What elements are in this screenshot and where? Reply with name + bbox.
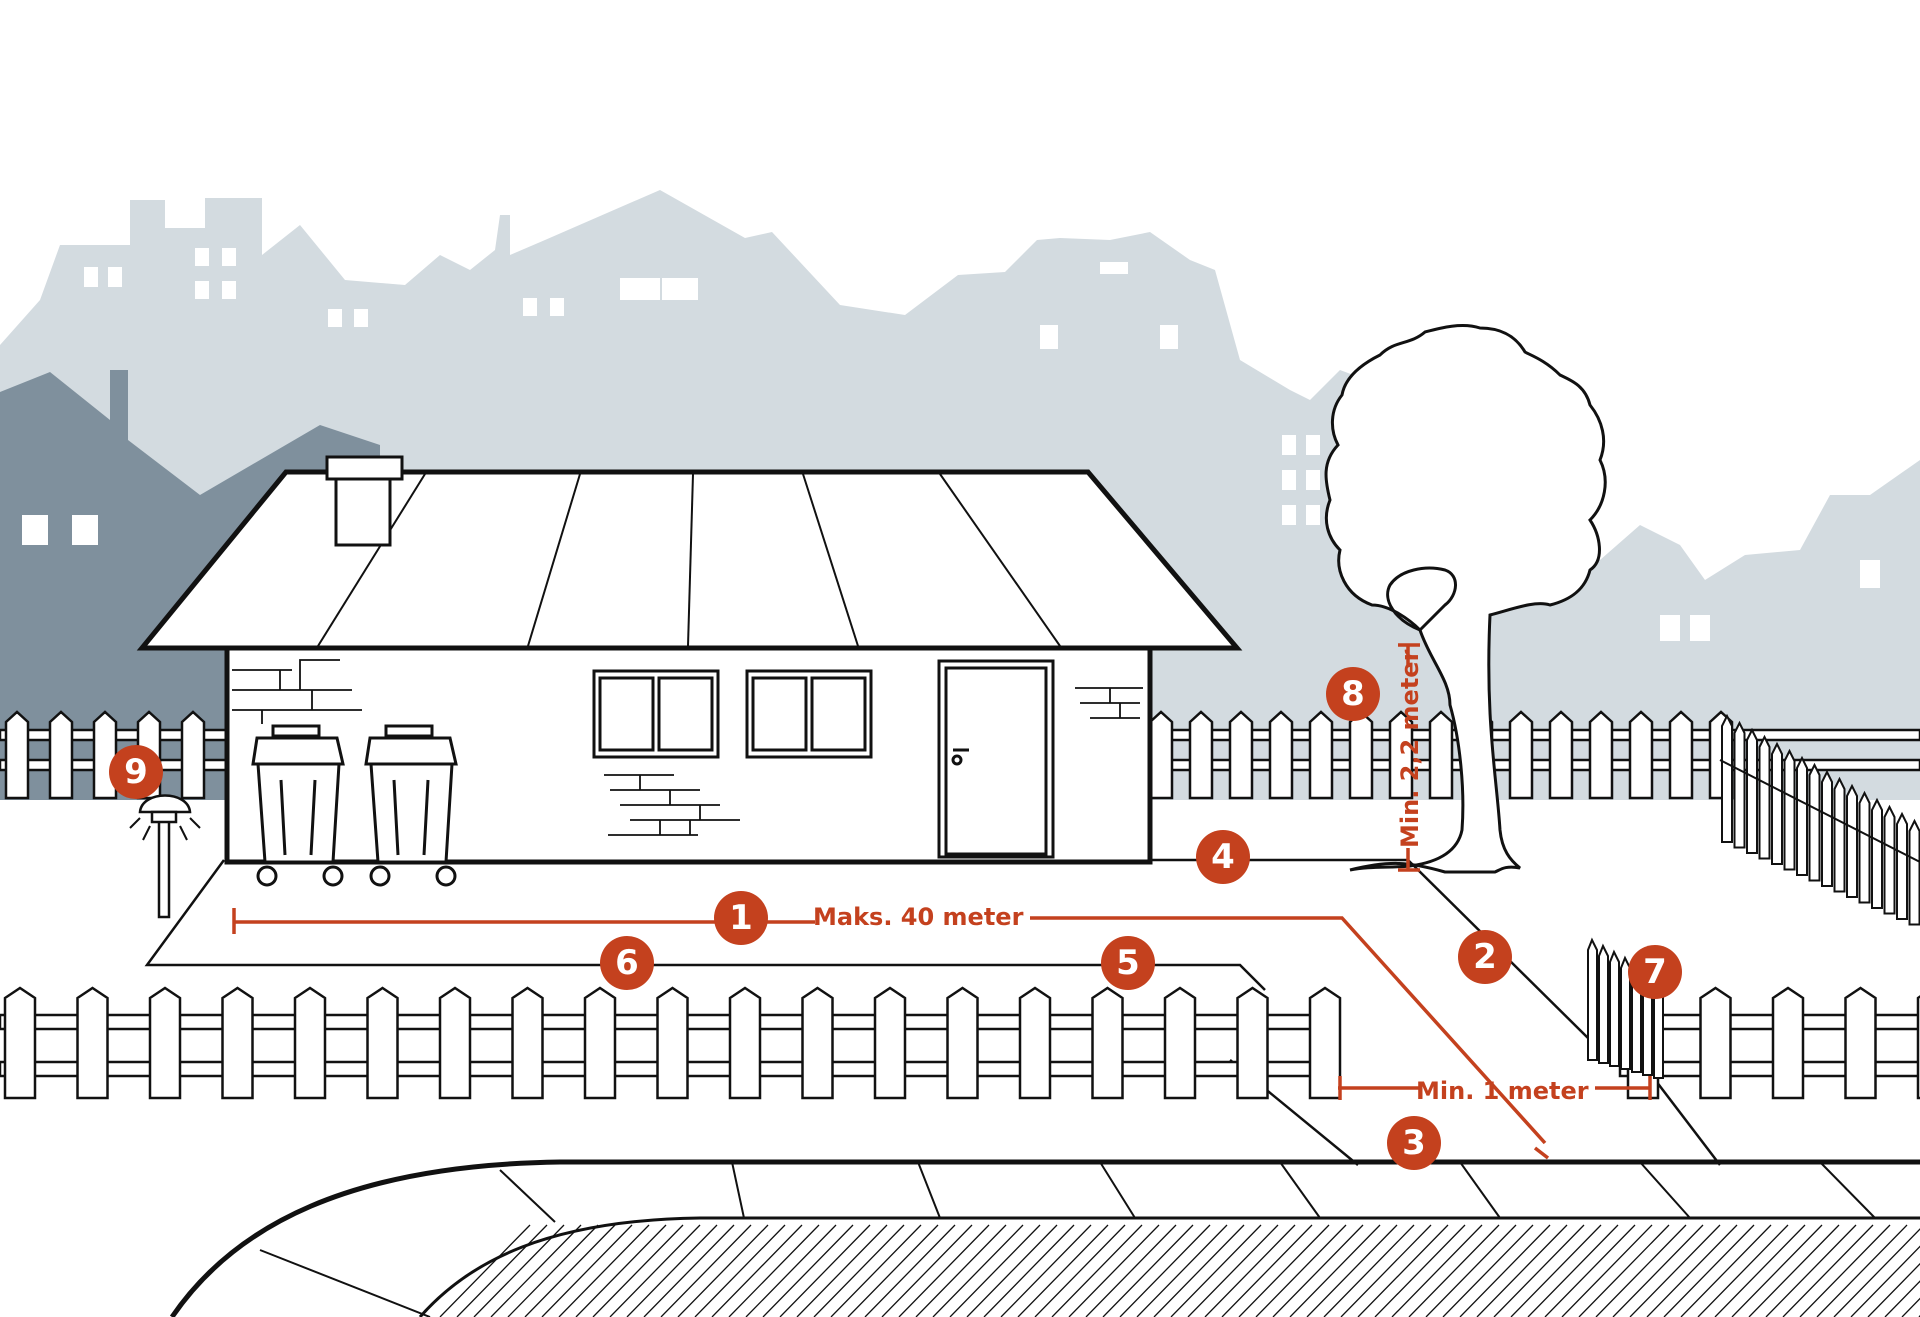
bricks — [232, 659, 1143, 836]
label-min-height: Min. 2,2 meter — [1396, 649, 1424, 848]
badge-3-number: 3 — [1402, 1123, 1426, 1163]
badge-9: 9 — [109, 745, 163, 799]
badge-2: 2 — [1458, 930, 1512, 984]
badge-4-number: 4 — [1211, 837, 1235, 877]
window-right — [745, 669, 873, 759]
badge-5-number: 5 — [1116, 943, 1140, 983]
door — [937, 659, 1055, 859]
skyline-dark-windows — [22, 515, 98, 545]
tree-icon — [1324, 324, 1607, 874]
label-max-distance: Maks. 40 meter — [813, 903, 1024, 931]
badge-5: 5 — [1101, 936, 1155, 990]
badge-7: 7 — [1628, 945, 1682, 999]
waste-bins — [251, 724, 458, 887]
badge-9-number: 9 — [124, 752, 148, 792]
skyline-windows — [84, 248, 1880, 641]
badge-3: 3 — [1387, 1116, 1441, 1170]
badge-4: 4 — [1196, 830, 1250, 884]
badge-1: 1 — [714, 891, 768, 945]
badge-6: 6 — [600, 936, 654, 990]
window-left — [592, 669, 720, 759]
chimney — [334, 468, 392, 547]
badge-2-number: 2 — [1473, 937, 1497, 977]
front-fence — [0, 986, 1920, 1100]
badge-1-number: 1 — [729, 898, 753, 938]
badge-8-number: 8 — [1341, 674, 1365, 714]
waste-bin-icon — [251, 724, 345, 887]
waste-bin-icon — [364, 724, 458, 887]
badge-8: 8 — [1326, 667, 1380, 721]
sidewalk — [169, 1159, 1920, 1317]
badge-6-number: 6 — [615, 943, 639, 983]
side-fence — [1719, 713, 1920, 926]
badge-7-number: 7 — [1643, 952, 1667, 992]
garden-lamp-icon — [129, 794, 201, 919]
road-hatching — [439, 1224, 1920, 1317]
label-min-width: Min. 1 meter — [1416, 1077, 1589, 1105]
